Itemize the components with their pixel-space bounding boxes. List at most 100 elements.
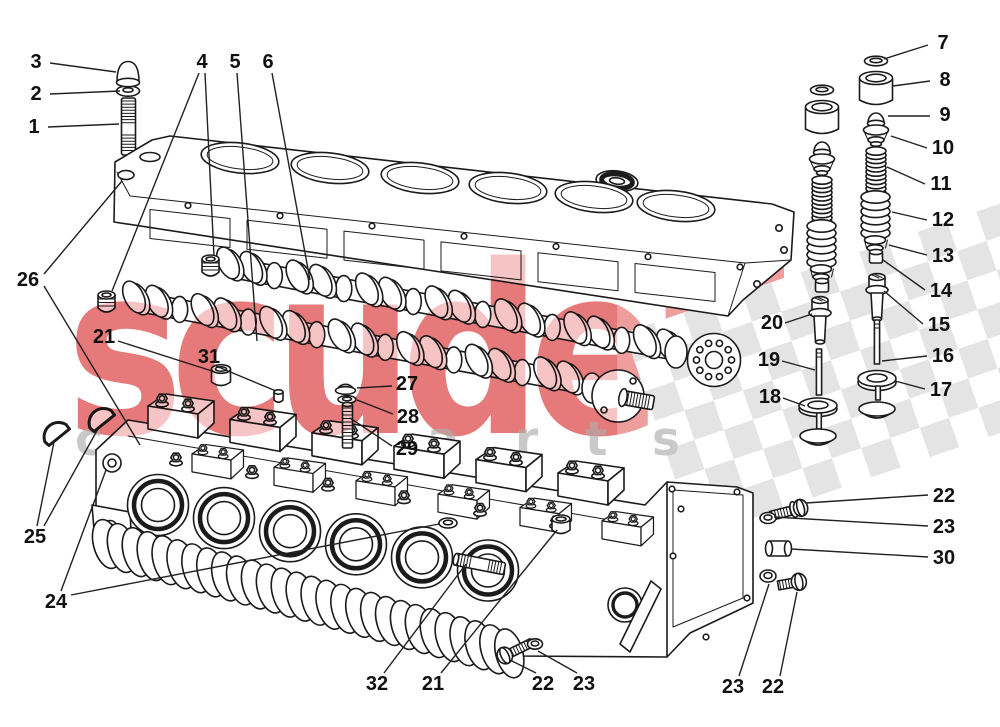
leader-line [383, 563, 467, 674]
callout-label-29: 29 [396, 438, 418, 460]
leader-line [49, 90, 121, 95]
leader-line [440, 529, 558, 674]
washer-23-bottom [526, 637, 544, 650]
cap-nut-part3 [115, 60, 141, 88]
callout-label-22: 22 [762, 676, 784, 698]
camshaft-lower [121, 280, 585, 396]
callout-label-7: 7 [937, 32, 948, 54]
valve-stack-exhaust [858, 55, 894, 264]
leader-line [111, 72, 200, 292]
valve-stack-intake [804, 84, 840, 293]
leader-line [204, 72, 215, 257]
callout-label-23: 23 [722, 676, 744, 698]
leader-line [738, 583, 770, 677]
side-stud-32 [452, 552, 507, 576]
callout-label-23: 23 [573, 673, 595, 695]
leader-line [356, 385, 393, 389]
spring-washer-part2 [115, 85, 141, 98]
cylindrical-plug-30 [764, 540, 793, 557]
callout-label-21: 21 [93, 326, 115, 348]
leader-line [883, 44, 929, 60]
leader-line [271, 72, 311, 281]
callout-label-23: 23 [933, 516, 955, 538]
callout-label-15: 15 [928, 314, 950, 336]
callout-label-16: 16 [932, 345, 954, 367]
leader-line [784, 313, 813, 324]
half-moon-seal-25-b [87, 407, 116, 433]
cylinder-head [91, 393, 754, 679]
callout-label-21: 21 [422, 673, 444, 695]
leader-line [883, 290, 924, 325]
callout-label-25: 25 [24, 526, 46, 548]
leader-line [43, 180, 123, 275]
leader-line [790, 548, 929, 558]
leader-line [537, 650, 578, 674]
half-moon-seal-25-a [42, 421, 71, 447]
leader-line [886, 166, 926, 185]
oval-plug-24 [438, 517, 458, 529]
callout-label-17: 17 [930, 379, 952, 401]
leader-line [881, 355, 928, 362]
callout-label-9: 9 [939, 104, 950, 126]
callout-label-5: 5 [229, 51, 240, 73]
callout-label-19: 19 [758, 349, 780, 371]
leader-line [349, 417, 393, 447]
callout-label-24: 24 [45, 591, 68, 613]
callout-label-18: 18 [759, 386, 781, 408]
stud-bolt-part1 [120, 97, 137, 156]
threaded-plug-part4-left [97, 290, 116, 313]
leader-line [894, 380, 926, 390]
leader-line [70, 523, 440, 596]
leader-line [43, 285, 141, 446]
leader-line [891, 211, 928, 221]
leader-line [779, 591, 798, 677]
callout-label-14: 14 [930, 280, 953, 302]
callout-label-13: 13 [932, 245, 954, 267]
valve-19 [798, 348, 838, 446]
callout-label-11: 11 [930, 173, 951, 195]
callout-label-10: 10 [932, 137, 954, 159]
leader-line [49, 62, 117, 73]
callout-label-31: 31 [198, 346, 220, 368]
washer-23-upper [759, 511, 777, 525]
adjuster-stud-29 [341, 401, 354, 449]
tappet-bucket-21-right [551, 514, 571, 535]
leader-line [236, 72, 258, 342]
leader-line [36, 441, 55, 527]
camshaft-lower-end [581, 369, 656, 423]
camshaft-upper-end [664, 332, 742, 388]
washer-23-lower [759, 569, 777, 583]
callout-label-32: 32 [366, 673, 388, 695]
callout-label-3: 3 [30, 51, 41, 73]
leader-line [511, 660, 537, 674]
leader-line [892, 80, 931, 87]
valve-guide-15 [865, 272, 889, 322]
leader-line [781, 360, 816, 371]
callout-label-30: 30 [933, 547, 955, 569]
camshaft-upper [215, 246, 685, 364]
threaded-plug-part4-right [201, 254, 220, 277]
callout-label-28: 28 [397, 406, 419, 428]
leader-line [773, 516, 929, 527]
callout-label-8: 8 [939, 69, 950, 91]
leader-line [43, 426, 100, 527]
callout-label-20: 20 [761, 312, 783, 334]
callout-label-22: 22 [532, 673, 554, 695]
leader-line [356, 399, 394, 415]
washer-28 [337, 394, 357, 405]
valve-cover [113, 135, 795, 317]
callout-label-1: 1 [28, 116, 39, 138]
callout-label-4: 4 [196, 51, 208, 73]
valve-guide-20 [808, 295, 832, 345]
callout-label-6: 6 [262, 51, 273, 73]
leader-line [882, 259, 926, 291]
hex-bolt-22-lower [776, 572, 808, 592]
callout-label-27: 27 [396, 373, 418, 395]
leader-line [215, 365, 277, 392]
leader-line [782, 397, 806, 407]
leader-line [60, 469, 107, 592]
callout-label-22: 22 [933, 485, 955, 507]
